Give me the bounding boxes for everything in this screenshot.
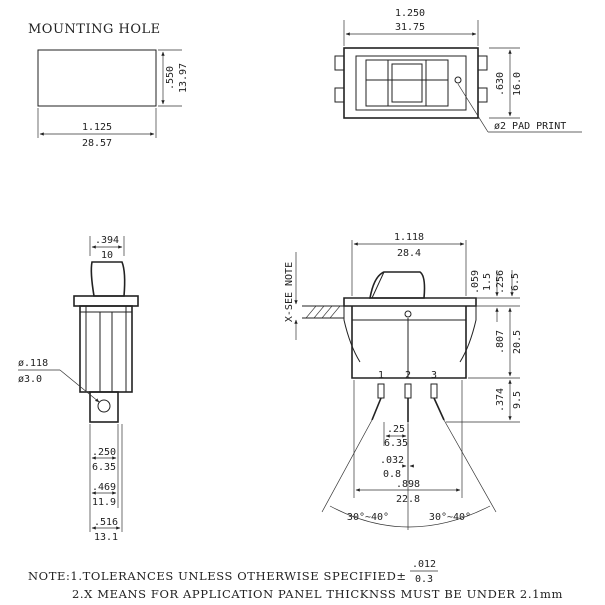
dim-374-mm: 9.5 xyxy=(512,391,523,409)
angle-left: 30°~40° xyxy=(347,512,389,523)
mounting-hole-view: MOUNTING HOLE .550 13.97 1.125 28.57 xyxy=(28,22,189,149)
side-top-width-mm: 10 xyxy=(101,250,113,261)
top-height-in: .630 xyxy=(495,72,506,96)
dim-25-in: .25 xyxy=(387,424,405,435)
front-flange xyxy=(343,297,477,307)
top-width-in: 1.250 xyxy=(395,8,425,19)
dim-25-mm: 6.35 xyxy=(384,438,408,449)
dim-256-mm: 6.5 xyxy=(510,273,521,291)
side-dim-516-in: .516 xyxy=(94,517,118,528)
pad-print-dot xyxy=(454,76,462,84)
side-dim-250-mm: 6.35 xyxy=(92,462,116,473)
top-height-mm: 16.0 xyxy=(512,72,523,96)
side-top-width-in: .394 xyxy=(95,235,119,246)
front-view: 1.118 28.4 X-SEE NOTE 1 2 3 xyxy=(284,232,523,530)
see-note-label: X-SEE NOTE xyxy=(284,262,295,322)
terminal-1 xyxy=(371,397,382,421)
mounting-hole-outline xyxy=(37,49,157,107)
note-line-2: 2.X MEANS FOR APPLICATION PANEL THICKNSS… xyxy=(72,587,563,601)
front-width-mm: 28.4 xyxy=(397,248,421,259)
tolerance-top: .012 xyxy=(412,559,436,570)
side-dim-250-in: .250 xyxy=(92,447,116,458)
angle-right: 30°~40° xyxy=(429,512,471,523)
dim-807-in: .807 xyxy=(495,330,506,354)
rocker-window xyxy=(365,59,449,107)
terminal-1-label: 1 xyxy=(378,370,384,381)
side-dim-516-mm: 13.1 xyxy=(94,532,118,543)
top-body-outline xyxy=(343,47,479,119)
side-dim-469-mm: 11.9 xyxy=(92,497,116,508)
dim-059-mm: 1.5 xyxy=(482,273,493,291)
note-line-1: NOTE:1.TOLERANCES UNLESS OTHERWISE SPECI… xyxy=(28,569,407,583)
mh-width-mm: 28.57 xyxy=(82,138,112,149)
dim-032-in: .032 xyxy=(380,455,404,466)
mounting-hole-title: MOUNTING HOLE xyxy=(28,22,161,37)
mh-height-mm: 13.97 xyxy=(178,63,189,93)
mh-height-in: .550 xyxy=(165,66,176,90)
top-view: 1.250 31.75 .630 16.0 ø2 PAD PRINT xyxy=(334,8,582,133)
side-flange xyxy=(73,295,139,307)
front-width-in: 1.118 xyxy=(394,232,424,243)
terminal-2-label: 2 xyxy=(405,370,411,381)
hole-dia-mm: ø3.0 xyxy=(18,374,42,385)
terminal-3-label: 3 xyxy=(431,370,437,381)
side-view: .394 10 ø.118 ø3.0 .250 6.35 .469 11.9 xyxy=(18,235,139,543)
side-body xyxy=(79,305,133,393)
terminal-3 xyxy=(433,397,445,421)
side-terminal xyxy=(89,391,119,423)
side-dim-469-in: .469 xyxy=(92,482,116,493)
front-rocker xyxy=(369,271,426,299)
front-body xyxy=(351,306,467,379)
top-width-mm: 31.75 xyxy=(395,22,425,33)
mh-width-in: 1.125 xyxy=(82,122,112,133)
side-rocker xyxy=(90,261,126,297)
side-terminal-hole xyxy=(97,399,111,413)
hole-dia-in: ø.118 xyxy=(18,358,48,369)
tolerance-bottom: 0.3 xyxy=(415,574,433,585)
notes: NOTE:1.TOLERANCES UNLESS OTHERWISE SPECI… xyxy=(28,559,563,601)
dim-256-in: .256 xyxy=(495,270,506,294)
pad-print-label: ø2 PAD PRINT xyxy=(494,121,566,132)
dim-807-mm: 20.5 xyxy=(512,330,523,354)
dim-032-mm: 0.8 xyxy=(383,469,401,480)
dim-374-in: .374 xyxy=(495,388,506,412)
dim-059-in: .059 xyxy=(470,270,481,294)
